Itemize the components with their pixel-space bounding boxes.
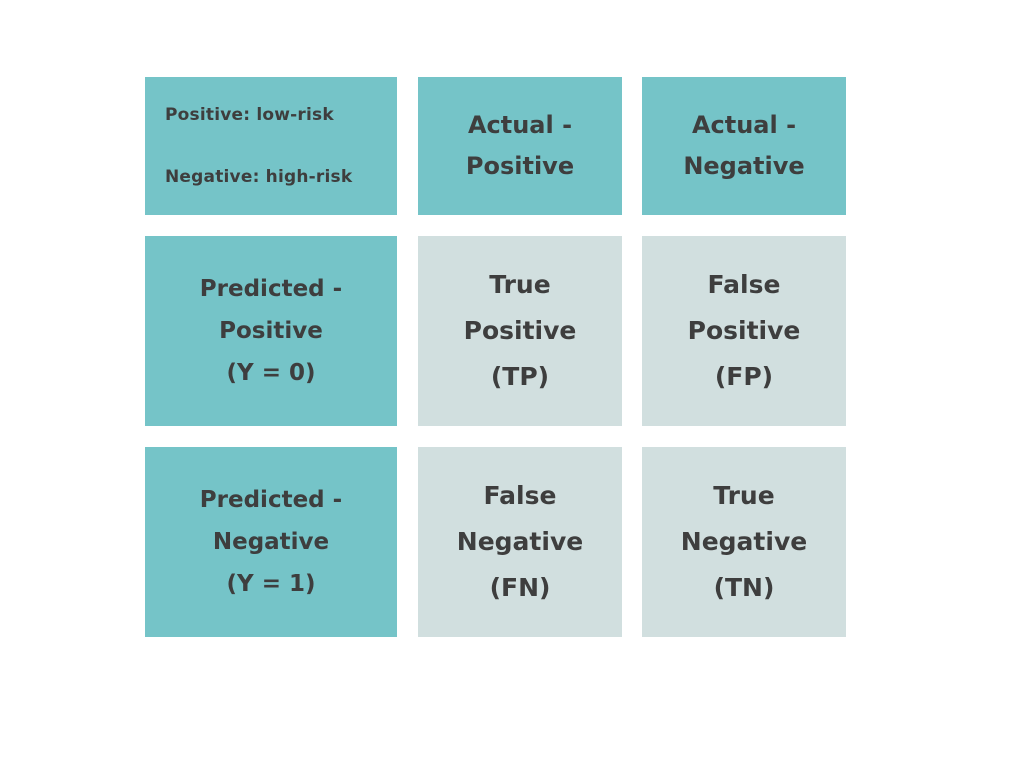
cell-line: Negative xyxy=(680,527,808,556)
row-header-predicted-negative: Predicted - Negative (Y = 1) xyxy=(145,447,397,637)
cell-line: True xyxy=(489,270,551,299)
cell-line: (TP) xyxy=(490,362,550,391)
column-header-line: Actual - xyxy=(467,111,573,139)
row-header-line: Predicted - xyxy=(199,487,343,513)
cell-false-negative: False Negative (FN) xyxy=(418,447,622,637)
cell-true-negative: True Negative (TN) xyxy=(642,447,846,637)
cell-line: False xyxy=(483,481,557,510)
cell-line: Positive xyxy=(687,316,801,345)
cell-line: True xyxy=(713,481,775,510)
row-header-predicted-positive: Predicted - Positive (Y = 0) xyxy=(145,236,397,426)
cell-line: (FP) xyxy=(714,362,774,391)
row-header-line: Negative xyxy=(212,529,330,555)
legend-positive: Positive: low-risk xyxy=(165,105,334,125)
column-header-actual-positive: Actual - Positive xyxy=(418,77,622,215)
column-header-line: Positive xyxy=(465,152,575,180)
legend-negative: Negative: high-risk xyxy=(165,167,353,187)
row-header-line: Positive xyxy=(219,318,323,344)
cell-line: Negative xyxy=(456,527,584,556)
column-header-line: Actual - xyxy=(691,111,797,139)
column-header-actual-negative: Actual - Negative xyxy=(642,77,846,215)
cell-false-positive: False Positive (FP) xyxy=(642,236,846,426)
cell-line: (TN) xyxy=(713,573,775,602)
cell-line: False xyxy=(707,270,781,299)
cell-true-positive: True Positive (TP) xyxy=(418,236,622,426)
cell-line: (FN) xyxy=(489,573,551,602)
column-header-line: Negative xyxy=(683,152,805,180)
cell-line: Positive xyxy=(463,316,577,345)
legend-cell: Positive: low-risk Negative: high-risk xyxy=(145,77,397,215)
row-header-line: Predicted - xyxy=(199,276,343,302)
row-header-line: (Y = 0) xyxy=(226,360,316,386)
row-header-line: (Y = 1) xyxy=(226,571,316,597)
